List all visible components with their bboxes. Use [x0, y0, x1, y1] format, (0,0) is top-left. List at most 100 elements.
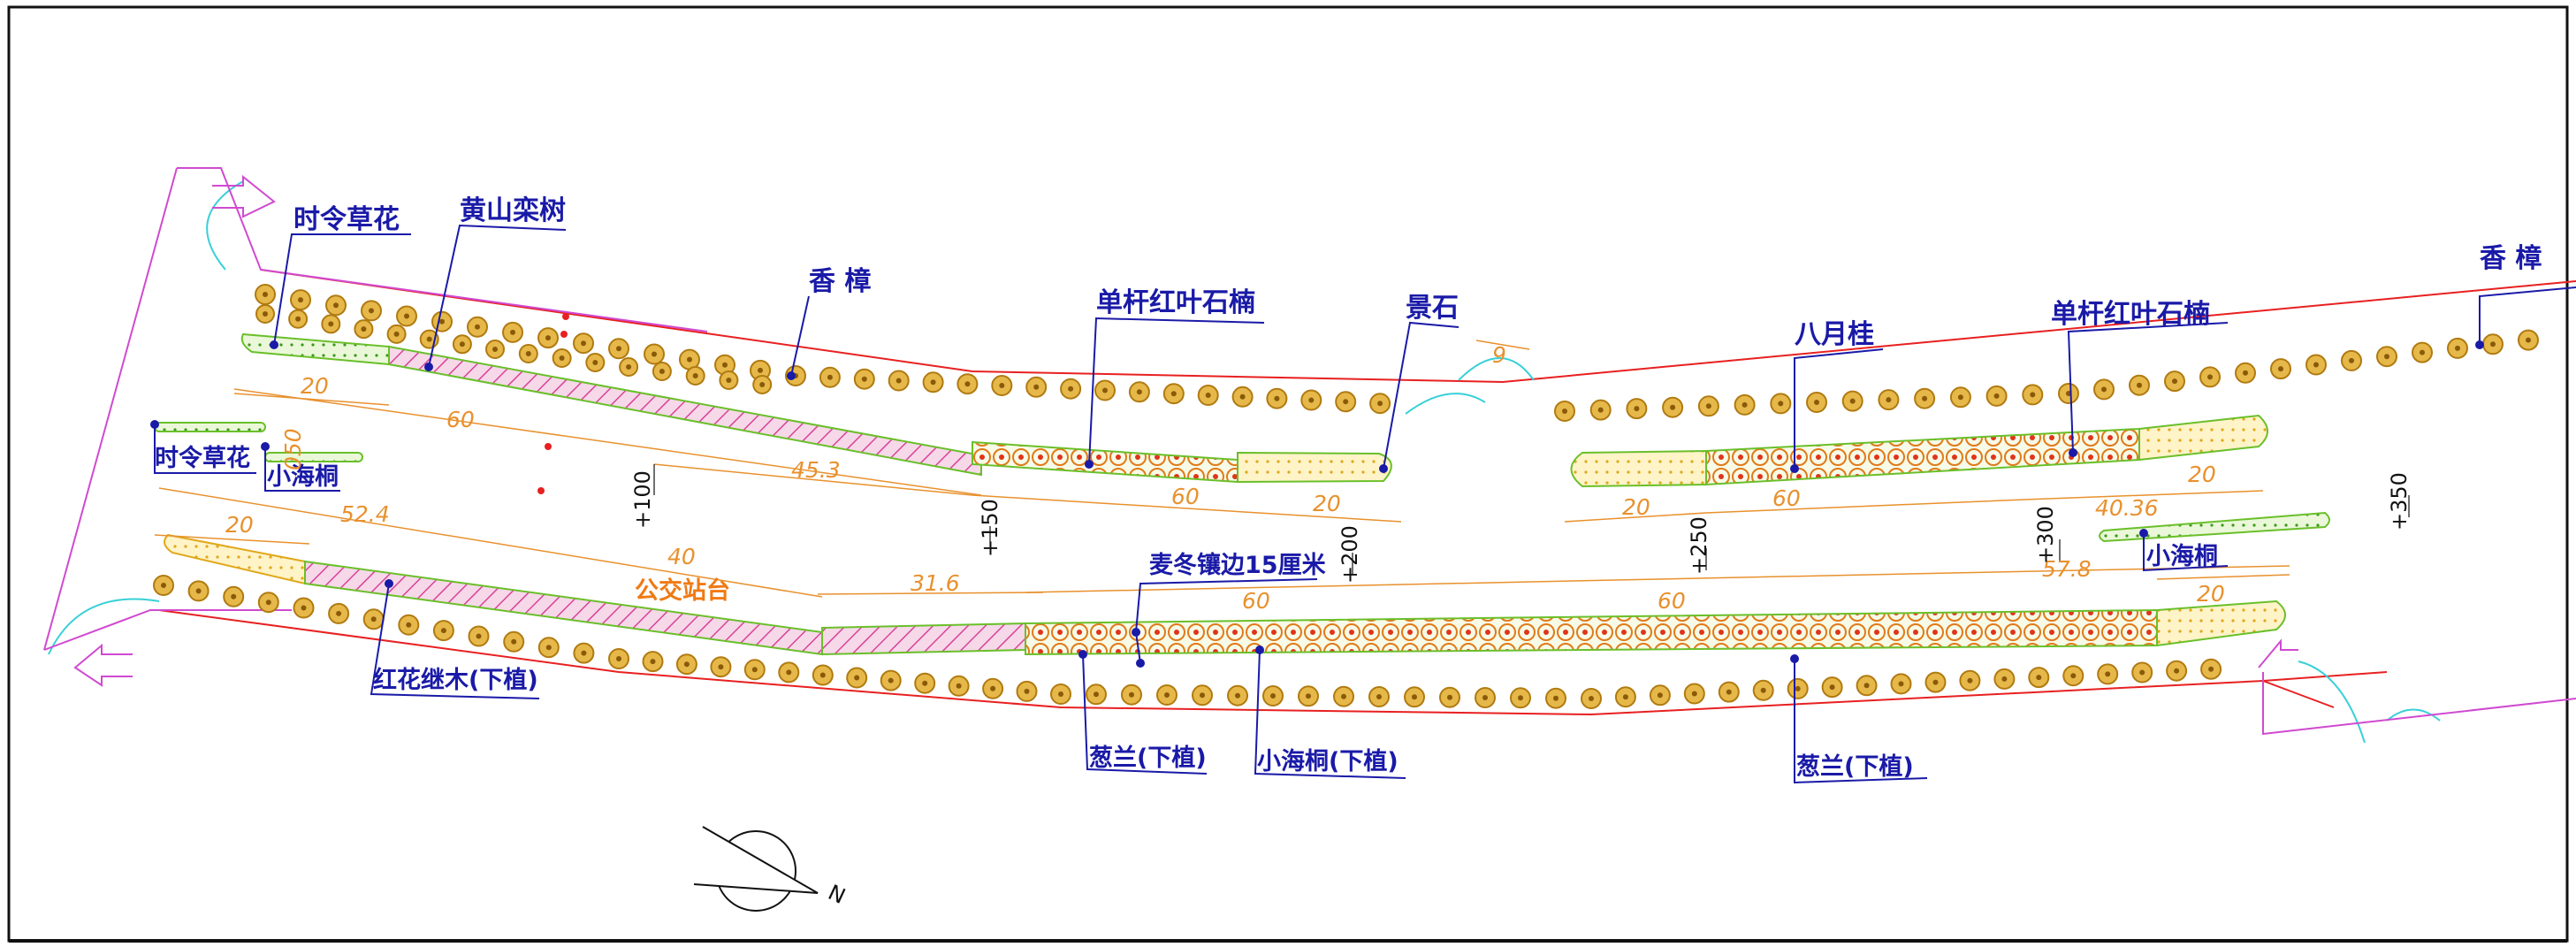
tree-center — [1814, 400, 1819, 405]
tree-center — [1922, 395, 1928, 401]
tree-center — [1308, 397, 1315, 403]
tree-center — [2174, 668, 2180, 674]
tree-center — [1270, 693, 1276, 699]
tree-center — [1967, 677, 1973, 684]
tree-center — [1622, 694, 1628, 700]
label-zephyranthes-right: 葱兰(下植) — [1796, 752, 1914, 781]
tree-center — [1829, 684, 1835, 691]
tree-center — [1589, 696, 1594, 701]
tree-center — [195, 588, 202, 594]
tree-center — [1102, 387, 1108, 393]
tree-center — [2172, 378, 2177, 385]
tree-center — [1957, 394, 1963, 401]
tree-center — [1377, 401, 1383, 407]
tree-center — [718, 664, 724, 670]
station-300: +300 — [2033, 506, 2058, 564]
tree-center — [854, 675, 860, 681]
tree-center — [896, 378, 902, 384]
label-pittosporum-left: 小海桐 — [267, 463, 339, 491]
tree-center — [1136, 389, 1142, 395]
tree-center — [1849, 398, 1856, 404]
dim-text: 9 — [1492, 342, 1506, 368]
tree-center — [1726, 689, 1732, 695]
station-200: +200 — [1338, 525, 1362, 584]
tree-center — [2207, 374, 2213, 380]
tree-center — [1993, 393, 2000, 399]
label-zephyranthes-left: 葱兰(下植) — [1089, 744, 1207, 772]
tree-center — [956, 683, 962, 689]
tree-center — [659, 369, 665, 374]
tree-center — [1412, 694, 1417, 700]
tree-center — [999, 383, 1005, 388]
tree-center — [265, 600, 271, 606]
tree-center — [2384, 354, 2389, 360]
tree-center — [861, 376, 867, 382]
tree-center — [231, 593, 237, 600]
dim-text: 050 — [280, 428, 306, 470]
dim-text: 40 — [667, 544, 696, 569]
label-seasonal-flowers-left: 时令草花 — [155, 444, 250, 472]
tree-center — [1562, 409, 1567, 414]
tree-center — [819, 672, 826, 678]
tree-center — [298, 297, 303, 303]
tree-center — [1447, 694, 1452, 700]
tree-center — [2105, 671, 2111, 677]
tree-center — [1164, 692, 1170, 698]
label-camphor-left: 香 樟 — [809, 266, 871, 297]
label-ophiopogon-edging: 麦冬镶边15厘米 — [1149, 551, 1326, 579]
tree-center — [1274, 395, 1280, 401]
compass-letter: N — [824, 880, 849, 909]
tree-center — [616, 656, 621, 661]
dim-text: 60 — [1772, 485, 1801, 511]
tree-center — [1376, 694, 1382, 699]
label-camphor-right: 香 樟 — [2480, 243, 2542, 274]
station-250: +250 — [1687, 516, 1711, 575]
station-100: +100 — [630, 470, 655, 529]
tree-center — [1094, 691, 1099, 698]
tree-center — [2420, 349, 2425, 355]
tree-center — [2137, 382, 2142, 388]
tree-center — [592, 360, 598, 365]
tree-center — [2139, 669, 2145, 676]
tree-center — [1760, 687, 1766, 693]
tree-center — [1170, 391, 1177, 397]
tree-center — [406, 622, 412, 628]
tree-center — [2349, 357, 2354, 363]
tree-center — [759, 382, 766, 387]
tree-center — [369, 308, 374, 314]
tree-center — [581, 340, 586, 347]
label-loropetalum: 红花继木(下植) — [373, 666, 538, 694]
tree-center — [722, 362, 728, 368]
tree-center — [990, 685, 996, 691]
tree-center — [1795, 685, 1801, 691]
tree-center — [459, 341, 465, 347]
dim-text: 20 — [2197, 581, 2225, 607]
tree-center — [758, 367, 763, 373]
tree-center — [1235, 692, 1240, 699]
tree-center — [888, 677, 894, 684]
tree-center — [1033, 384, 1040, 390]
tree-center — [626, 364, 632, 370]
label-pittosporum-right: 小海桐 — [2146, 543, 2218, 570]
tree-center — [650, 659, 656, 665]
tree-center — [545, 645, 552, 651]
tree-center — [1932, 679, 1939, 685]
dim-text: 57.8 — [2042, 556, 2092, 582]
tree-center — [1341, 693, 1346, 699]
tree-center — [652, 351, 657, 357]
tree-center — [476, 633, 482, 639]
label-seasonal-flowers-top: 时令草花 — [293, 204, 400, 235]
dim-text: 20 — [225, 512, 254, 538]
station-350: +350 — [2387, 472, 2412, 531]
tree-center — [361, 326, 367, 332]
dim-text: 40.36 — [2095, 495, 2159, 521]
tree-center — [2208, 666, 2214, 672]
tree-center — [2070, 673, 2077, 679]
tree-center — [1657, 692, 1663, 699]
tree-center — [751, 667, 758, 673]
tree-center — [370, 616, 377, 622]
dim-text: 52.4 — [340, 501, 390, 527]
tree-center — [1306, 693, 1311, 699]
tree-center — [692, 373, 698, 378]
